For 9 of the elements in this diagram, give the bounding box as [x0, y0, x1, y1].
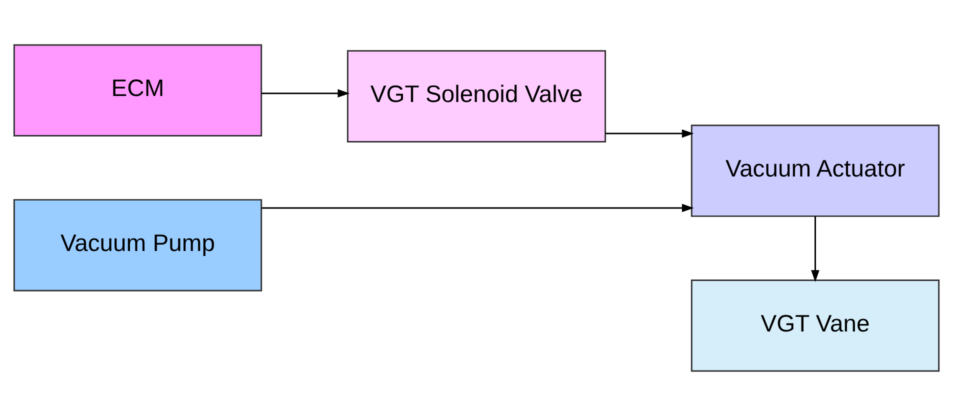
node-box: Vacuum Actuator [690, 124, 940, 217]
node-box: VGT Vane [690, 279, 940, 372]
arrow [262, 89, 350, 98]
node-box: ECM [13, 44, 262, 137]
arrow [262, 204, 694, 212]
node-box: Vacuum Pump [13, 199, 262, 292]
arrow [606, 129, 694, 138]
node-box: VGT Solenoid Valve [346, 50, 606, 142]
arrow [811, 216, 820, 282]
